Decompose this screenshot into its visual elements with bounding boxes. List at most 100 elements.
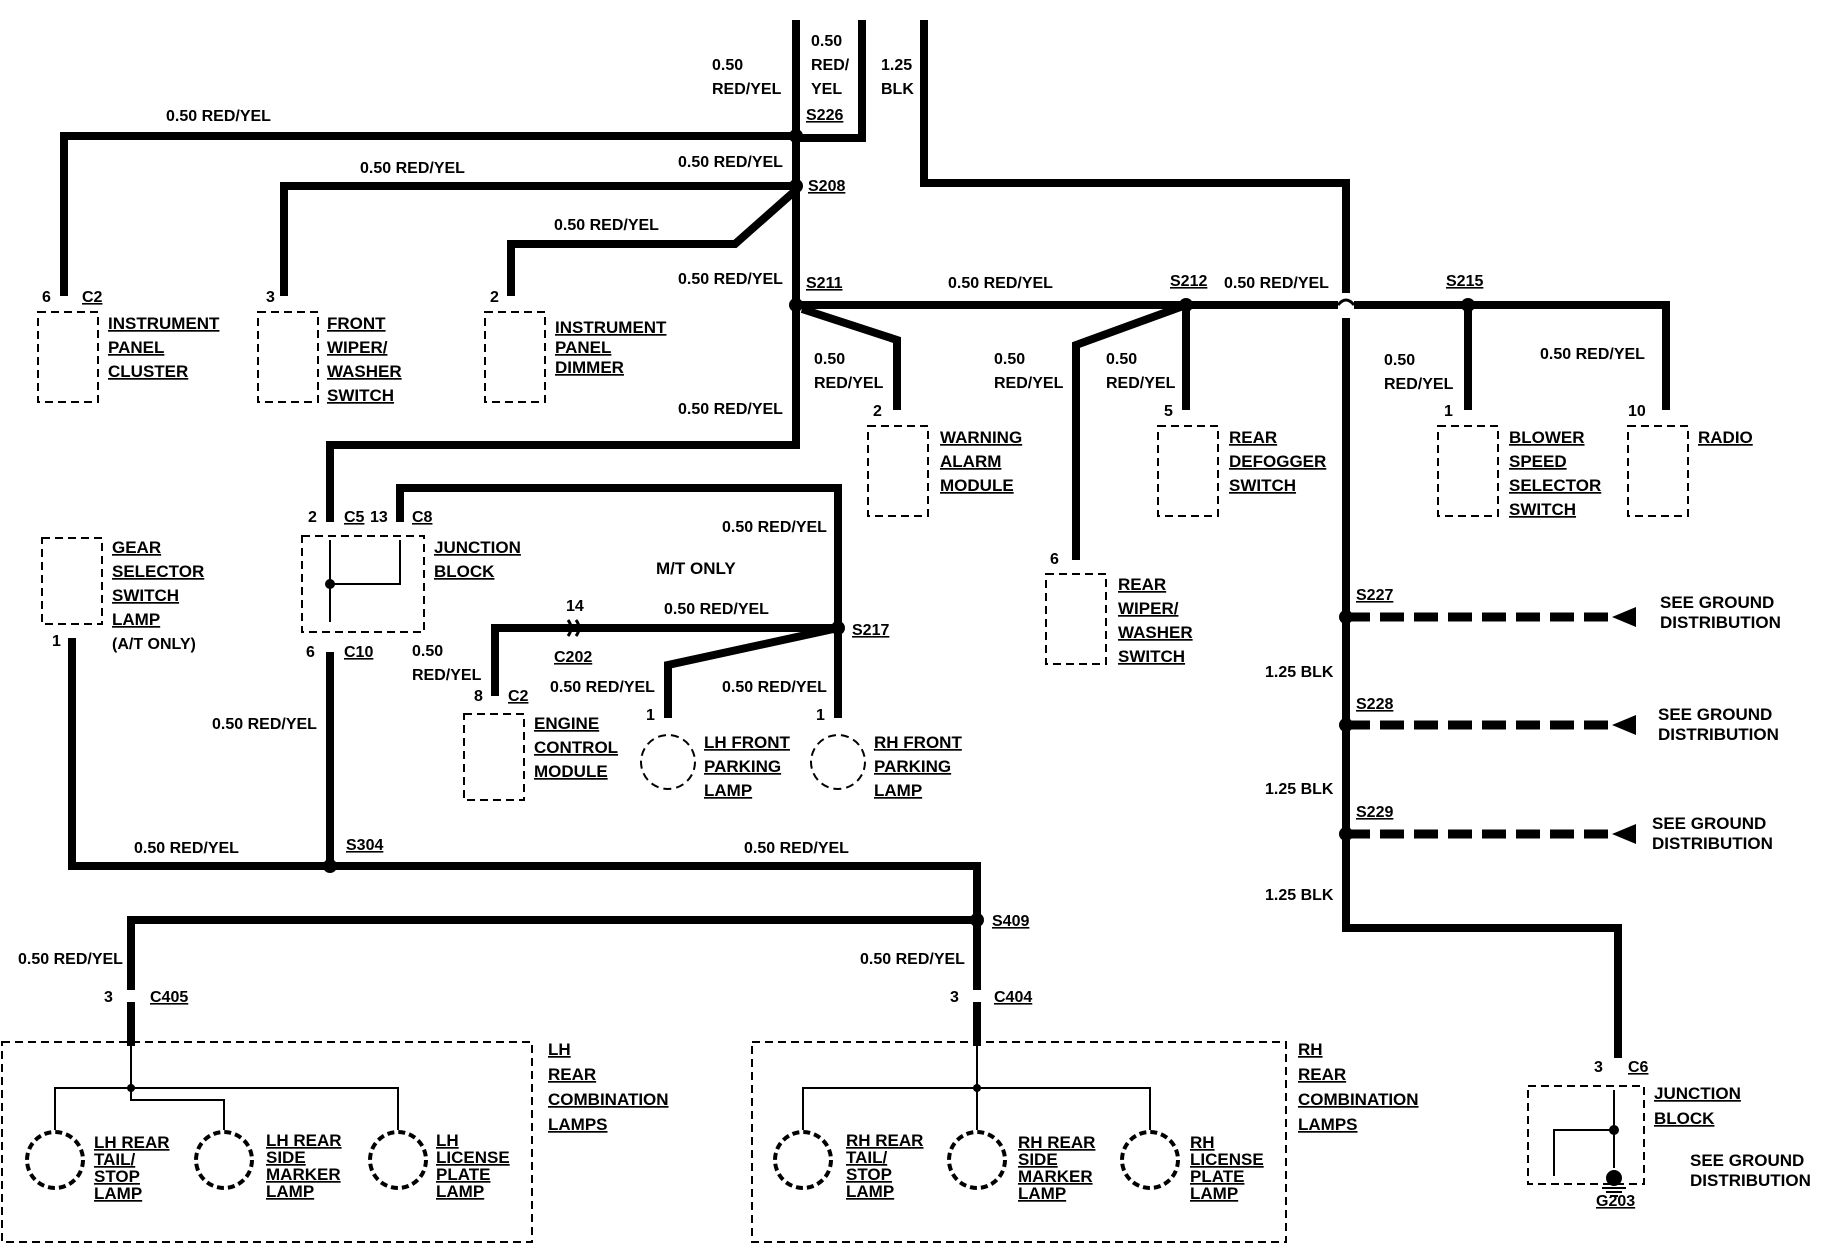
blower-speed-selector-switch-label: BLOWER SPEED SELECTOR SWITCH [1509, 428, 1601, 519]
svg-text:INSTRUMENT: INSTRUMENT [555, 318, 667, 337]
wire-label: 0.50 RED/YEL [360, 160, 465, 177]
wire-label: 0.50 RED/YEL [550, 679, 655, 696]
svg-text:1: 1 [1444, 403, 1453, 420]
wire-feed-black [920, 20, 1350, 293]
svg-text:LAMPS: LAMPS [548, 1115, 608, 1134]
svg-text:CLUSTER: CLUSTER [108, 362, 188, 381]
rear-wiper-box [1045, 573, 1107, 665]
svg-text:SWITCH: SWITCH [112, 586, 179, 605]
svg-text:LH: LH [548, 1040, 571, 1059]
svg-text:C2: C2 [82, 289, 103, 306]
splice-label: S226 [806, 107, 843, 124]
svg-text:PANEL: PANEL [108, 338, 164, 357]
wire-label: 0.50 RED/YEL [722, 679, 827, 696]
svg-text:MARKER: MARKER [1018, 1167, 1093, 1186]
svg-text:8: 8 [474, 688, 483, 705]
svg-text:LH REAR: LH REAR [266, 1131, 342, 1150]
ground-note: SEE GROUND [1690, 1151, 1804, 1170]
lh-rear-combination-lamps-label: LH REAR COMBINATION LAMPS [548, 1040, 669, 1134]
svg-text:6: 6 [1050, 551, 1059, 568]
wire-label: 1.25 BLK [1265, 781, 1334, 798]
splice-label: S215 [1446, 273, 1483, 290]
svg-text:1: 1 [816, 707, 825, 724]
svg-text:JUNCTION: JUNCTION [1654, 1084, 1741, 1103]
wire-label: 0.50 [814, 351, 845, 368]
svg-text:WARNING: WARNING [940, 428, 1022, 447]
svg-text:RH REAR: RH REAR [1018, 1133, 1095, 1152]
svg-text:LH FRONT: LH FRONT [704, 733, 791, 752]
wire-label: RED/YEL [814, 375, 884, 392]
wire-label: 0.50 [1106, 351, 1137, 368]
svg-text:PARKING: PARKING [874, 757, 951, 776]
wire-label: 0.50 RED/YEL [1224, 275, 1329, 292]
front-wiper-box [257, 311, 319, 403]
gear-selector-switch-lamp-label: GEAR SELECTOR SWITCH LAMP (A/T ONLY) [112, 538, 204, 653]
rh-side-marker-bulb-icon [947, 1130, 1007, 1190]
svg-text:LH: LH [436, 1131, 459, 1150]
svg-text:C10: C10 [344, 644, 373, 661]
svg-text:FRONT: FRONT [327, 314, 386, 333]
svg-text:BLOWER: BLOWER [1509, 428, 1585, 447]
svg-text:SIDE: SIDE [266, 1148, 306, 1167]
rear-wiper-washer-switch-label: REAR WIPER/ WASHER SWITCH [1118, 575, 1193, 666]
wire-label: 0.50 [1384, 352, 1415, 369]
component-labels: INSTRUMENT PANEL CLUSTER FRONT WIPER/ WA… [94, 314, 1753, 1203]
svg-text:WIPER/: WIPER/ [1118, 599, 1179, 618]
pin-numbers: 6 3 2 2 5 1 10 6 2 13 1 6 14 8 1 1 3 3 3 [42, 289, 1646, 1076]
junction-block-top-label: JUNCTION BLOCK [434, 538, 521, 581]
gear-selector-box [41, 537, 103, 625]
svg-text:REAR: REAR [548, 1065, 596, 1084]
wire-label: 0.50 RED/YEL [948, 275, 1053, 292]
wire-label: RED/YEL [994, 375, 1064, 392]
svg-text:RH REAR: RH REAR [846, 1131, 923, 1150]
notes: M/T ONLY SEE GROUND DISTRIBUTION SEE GRO… [656, 559, 1811, 1190]
wire-label: 0.50 RED/YEL [212, 716, 317, 733]
svg-text:WASHER: WASHER [327, 362, 402, 381]
wire-s217-lh-parking [664, 624, 839, 718]
arrow-icon [1612, 715, 1636, 735]
svg-text:MODULE: MODULE [940, 476, 1014, 495]
warning-alarm-box [867, 425, 929, 517]
splice-label: S409 [992, 913, 1029, 930]
wire-front-wiper [280, 182, 796, 296]
svg-text:C404: C404 [994, 989, 1032, 1006]
svg-text:LH REAR: LH REAR [94, 1133, 170, 1152]
lh-front-parking-lamp-label: LH FRONT PARKING LAMP [704, 733, 791, 800]
wire-label: 0.50 RED/YEL [554, 217, 659, 234]
lh-rear-tail-bulb-icon [25, 1130, 85, 1190]
wire-label: 0.50 [412, 643, 443, 660]
wire-label: 0.50 RED/YEL [678, 401, 783, 418]
rh-rear-tail-bulb-icon [773, 1130, 833, 1190]
svg-text:RH: RH [1190, 1133, 1215, 1152]
svg-text:(A/T ONLY): (A/T ONLY) [112, 636, 196, 653]
svg-text:BLOCK: BLOCK [1654, 1109, 1715, 1128]
svg-text:MARKER: MARKER [266, 1165, 341, 1184]
svg-text:5: 5 [1164, 403, 1173, 420]
splice-label: S304 [346, 837, 383, 854]
wire-label: 0.50 RED/YEL [722, 519, 827, 536]
junction-block-bottom-label: JUNCTION BLOCK [1654, 1084, 1741, 1128]
wires [60, 20, 1670, 1058]
svg-text:SIDE: SIDE [1018, 1150, 1058, 1169]
rh-rear-side-marker-lamp-label: RH REAR SIDE MARKER LAMP [1018, 1133, 1095, 1203]
wire-label: 0.50 RED/YEL [166, 108, 271, 125]
svg-text:LICENSE: LICENSE [1190, 1150, 1264, 1169]
mt-only-note: M/T ONLY [656, 559, 736, 578]
splice-label: S228 [1356, 696, 1393, 713]
junction-block-box [301, 535, 425, 633]
svg-text:SPEED: SPEED [1509, 452, 1567, 471]
wire-label: 0.50 RED/YEL [18, 951, 123, 968]
wire-dimmer [507, 187, 799, 296]
rear-defogger-box [1157, 425, 1219, 517]
svg-text:3: 3 [950, 989, 959, 1006]
arrow-icon [1612, 607, 1636, 627]
rh-front-parking-lamp-label: RH FRONT PARKING LAMP [874, 733, 962, 800]
ground-note: DISTRIBUTION [1660, 613, 1781, 632]
svg-text:TAIL/: TAIL/ [846, 1148, 888, 1167]
svg-text:2: 2 [873, 403, 882, 420]
wire-label: RED/YEL [412, 667, 482, 684]
svg-text:SELECTOR: SELECTOR [112, 562, 204, 581]
arrow-icon [1612, 824, 1636, 844]
instrument-panel-cluster-box [37, 311, 99, 403]
svg-text:WIPER/: WIPER/ [327, 338, 388, 357]
